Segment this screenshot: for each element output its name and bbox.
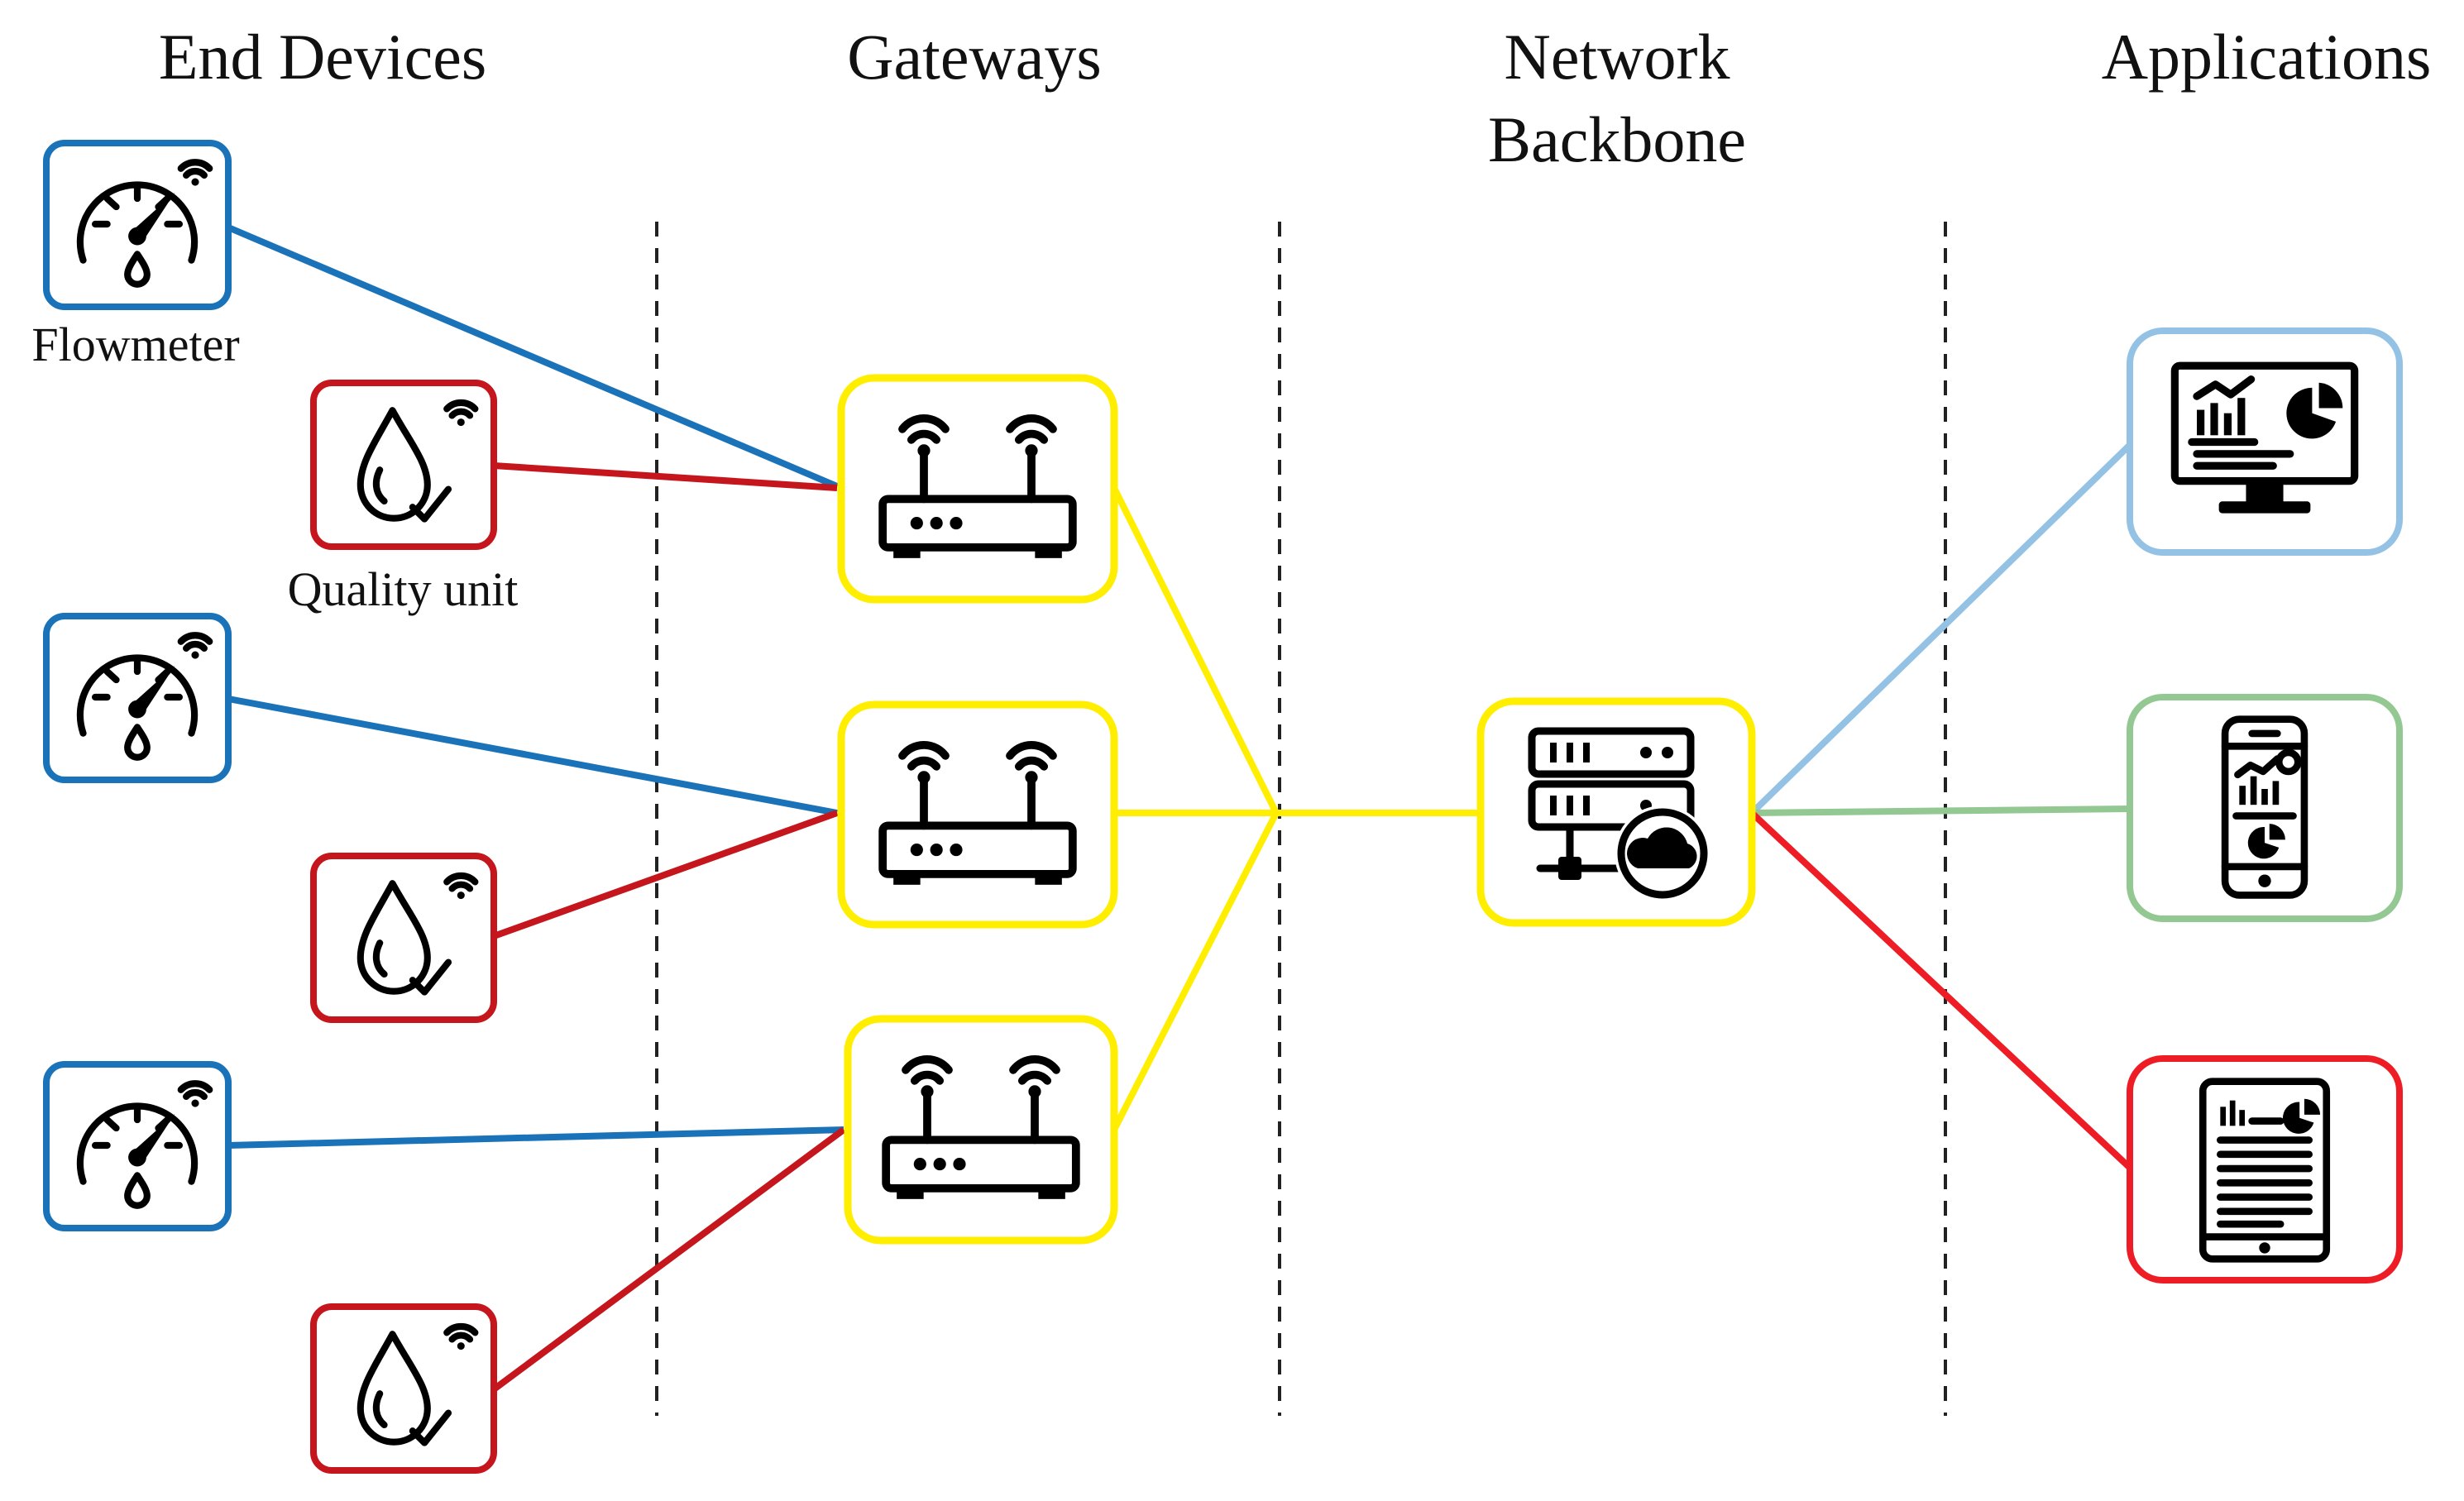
mobile-box [2127,694,2403,922]
flowmeter-box [43,1061,232,1231]
link-flowmeter-3-gateway-3 [227,1126,844,1149]
gateway-box [837,700,1118,929]
link-quality-2-gateway-2 [492,810,839,939]
gateway-box [837,374,1118,604]
quality-box [310,853,497,1023]
gateway-node-2[interactable] [837,700,1118,929]
link-quality-1-gateway-1 [493,462,838,491]
flowmeter-node-2[interactable] [43,613,232,783]
link-backbone-tablet [1749,810,2132,1170]
quality-node-3[interactable] [310,1303,497,1474]
flowmeter-node-1[interactable] [43,140,232,310]
column-title-applications: Applications [2102,21,2432,93]
link-backbone-desktop [1749,442,2132,815]
gateway-node-1[interactable] [837,374,1118,604]
link-quality-3-gateway-3 [491,1126,846,1393]
column-title-end-devices: End Devices [159,21,486,93]
quality-node-1[interactable] [310,380,497,550]
quality-node-2[interactable] [310,853,497,1023]
quality-box [310,1303,497,1474]
network-backbone-node[interactable] [1476,697,1756,927]
link-flowmeter-2-gateway-2 [227,696,838,816]
link-gateways-backbone [1111,486,1280,1131]
gateway-node-3[interactable] [844,1015,1118,1245]
flowmeter-box [43,613,232,783]
column-title-network-line1: Network [1505,21,1730,93]
gateway-box [844,1015,1118,1245]
flowmeter-node-3[interactable] [43,1061,232,1231]
column-title-network-line2: Backbone [1488,103,1746,175]
app-mobile-node[interactable] [2127,694,2403,922]
quality-unit-label: Quality unit [288,562,519,616]
column-separators [655,222,1947,1416]
link-backbone-mobile [1751,805,2131,816]
column-title-gateways: Gateways [847,21,1102,93]
flowmeter-label: Flowmeter [31,318,239,371]
app-desktop-node[interactable] [2127,327,2403,556]
link-flowmeter-1-gateway-1 [227,224,839,490]
quality-box [310,380,497,550]
flowmeter-box [43,140,232,310]
app-tablet-node[interactable] [2127,1055,2403,1283]
desktop-box [2127,327,2403,556]
connection-links [227,224,2132,1393]
